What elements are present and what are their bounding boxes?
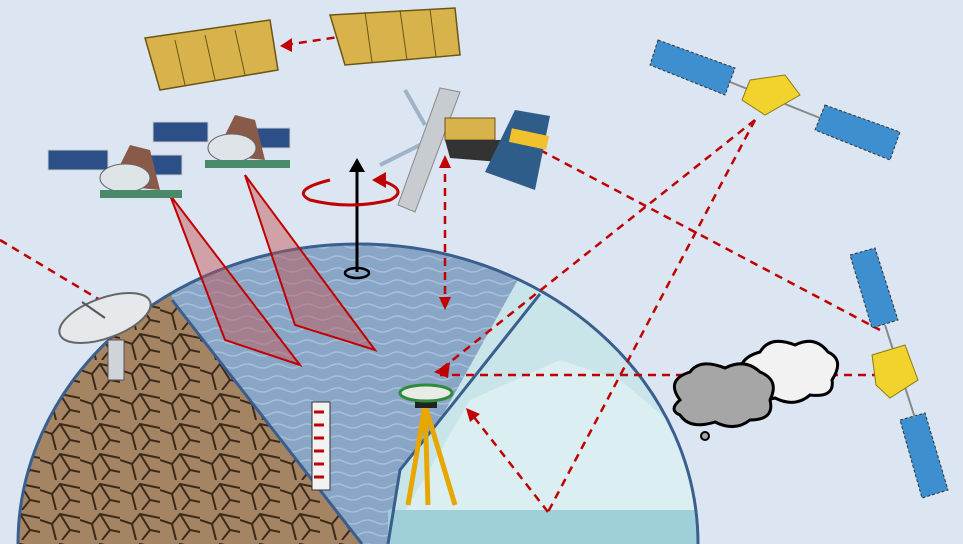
water-gauge-icon	[311, 401, 331, 491]
cloud-icon	[672, 362, 775, 441]
satellite-icon	[144, 19, 279, 91]
satellite-icon	[329, 7, 461, 66]
satellite-icon	[649, 39, 901, 161]
rotation-indicator	[301, 158, 400, 280]
divider-land-water	[170, 299, 364, 544]
gnss-receiver-icon	[398, 383, 458, 506]
radar-beam-1	[169, 194, 303, 367]
satellite-icon	[849, 247, 949, 499]
satellite-icon	[152, 115, 291, 168]
ice-water	[388, 510, 698, 544]
radar-beam-2	[244, 174, 378, 352]
satellite-icon	[47, 145, 183, 198]
iceberg	[400, 360, 698, 520]
satellite-icon	[379, 87, 550, 213]
radio-dish-icon	[58, 292, 152, 381]
